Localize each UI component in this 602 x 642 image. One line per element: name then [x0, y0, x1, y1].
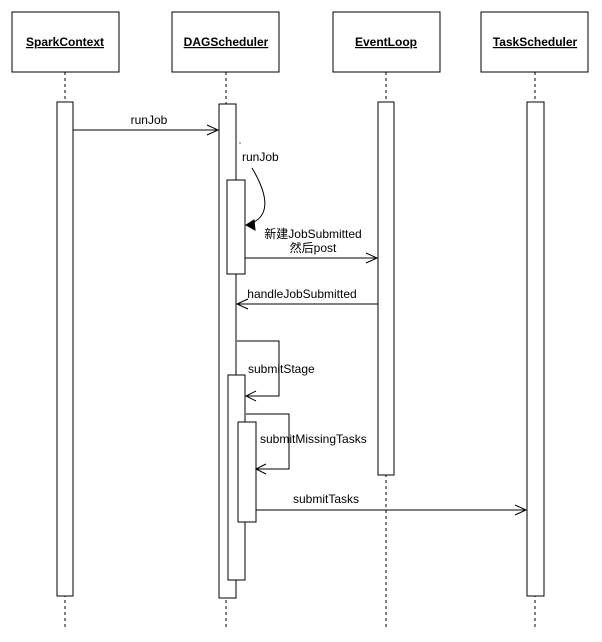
message-label: runJob: [131, 113, 168, 127]
message-runjob-call: runJob: [73, 113, 220, 136]
participant-label: SparkContext: [26, 35, 104, 49]
message-label-line2: 然后post: [290, 240, 337, 255]
message-new-jobsubmitted: 新建JobSubmitted 然后post: [245, 226, 379, 264]
participant-label: DAGScheduler: [184, 35, 269, 49]
message-label: submitStage: [248, 362, 315, 376]
participant-eventloop: EventLoop: [332, 11, 441, 73]
activation-taskscheduler: [526, 101, 545, 597]
message-label: handleJobSubmitted: [247, 287, 356, 301]
participant-label: EventLoop: [355, 35, 417, 49]
activation-submitmissingtasks: [237, 421, 257, 523]
message-label: runJob: [242, 150, 279, 164]
message-handle-jobsubmitted: handleJobSubmitted: [235, 287, 378, 310]
participant-taskscheduler: TaskScheduler: [480, 11, 589, 73]
participant-label: TaskScheduler: [493, 35, 578, 49]
message-submitmissingtasks: submitMissingTasks: [246, 413, 367, 475]
message-label: submitMissingTasks: [260, 432, 367, 446]
participant-sparkcontext: SparkContext: [11, 11, 120, 73]
message-submittasks: submitTasks: [256, 492, 528, 516]
message-runjob-self: runJob: [242, 150, 279, 231]
message-label-line1: 新建JobSubmitted: [264, 226, 361, 241]
participant-dagscheduler: DAGScheduler: [171, 11, 280, 73]
activation-runjob: [226, 179, 246, 275]
message-label: submitTasks: [293, 492, 359, 506]
activation-eventloop: [377, 101, 395, 476]
dot-mark: [239, 142, 241, 144]
activation-sparkcontext: [56, 101, 74, 597]
message-submitstage: submitStage: [237, 340, 315, 402]
